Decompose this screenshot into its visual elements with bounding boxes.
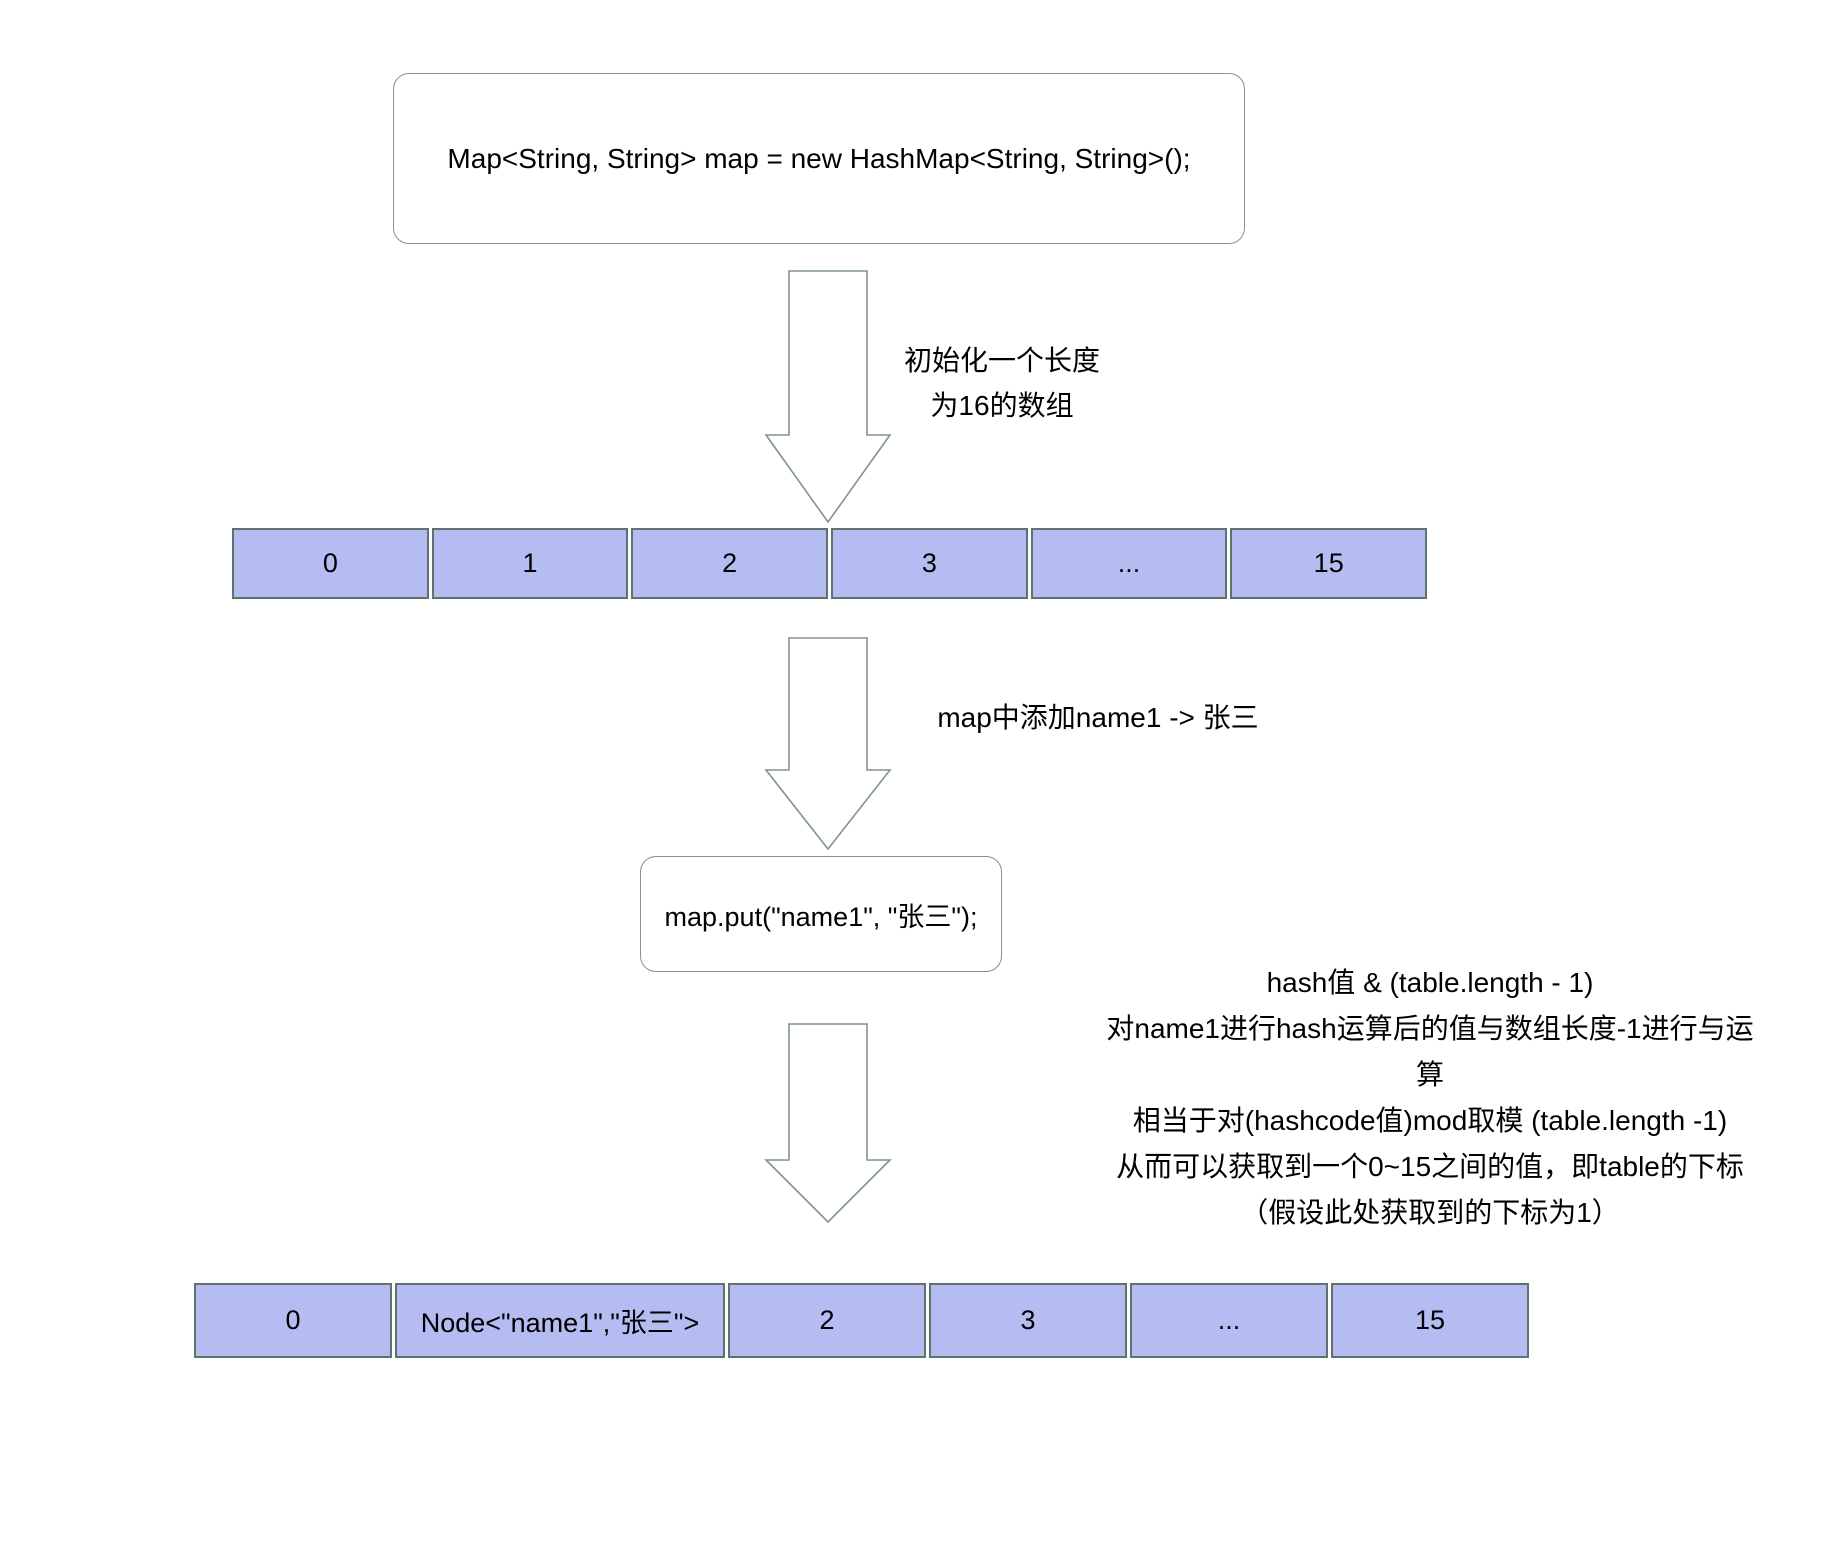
array-cell: Node<"name1","张三"> [395,1283,725,1358]
array-cell: 3 [928,1283,1127,1358]
array-cell: ... [1129,1283,1328,1358]
array-cell: ... [1030,528,1228,599]
hash-note-line: （假设此处获取到的下标为1） [1240,1197,1620,1228]
hash-note-line: 从而可以获取到一个0~15之间的值，即table的下标 [1116,1151,1744,1182]
array-cell: 15 [1230,528,1428,599]
code-box-new-hashmap: Map<String, String> map = new HashMap<St… [393,73,1245,244]
code-text-new-hashmap: Map<String, String> map = new HashMap<St… [447,142,1191,174]
step2-label: map中添加name1 -> 张三 [937,702,1259,733]
down-arrow-icon [764,270,892,523]
hash-note-line: hash值 & (table.length - 1) [1266,967,1594,998]
array-cell: 0 [194,1283,393,1358]
code-box-map-put: map.put("name1", "张三"); [640,856,1002,972]
array-cell: 2 [727,1283,926,1358]
hash-note-line: 相当于对(hashcode值)mod取模 (table.length -1) [1132,1105,1728,1136]
hash-note-line: 对name1进行hash运算后的值与数组长度-1进行与运 [1106,1013,1754,1044]
step1-label-line1: 初始化一个长度 [903,345,1100,376]
step1-label: 初始化一个长度 为16的数组 [832,338,1172,428]
step1-label-line2: 为16的数组 [930,390,1074,421]
array-cell: 1 [431,528,629,599]
array-cell: 2 [631,528,829,599]
array-cell: 3 [831,528,1028,599]
array-cell: 15 [1331,1283,1530,1358]
down-arrow-icon [764,1023,892,1223]
array-cell: 0 [232,528,429,599]
code-text-map-put: map.put("name1", "张三"); [664,901,978,932]
hash-explanation-note: hash值 & (table.length - 1) 对name1进行hash运算… [1050,960,1810,1236]
down-arrow-icon [764,637,892,850]
page-break-corner-mark [66,1285,67,1298]
hash-note-line: 算 [1415,1059,1444,1090]
